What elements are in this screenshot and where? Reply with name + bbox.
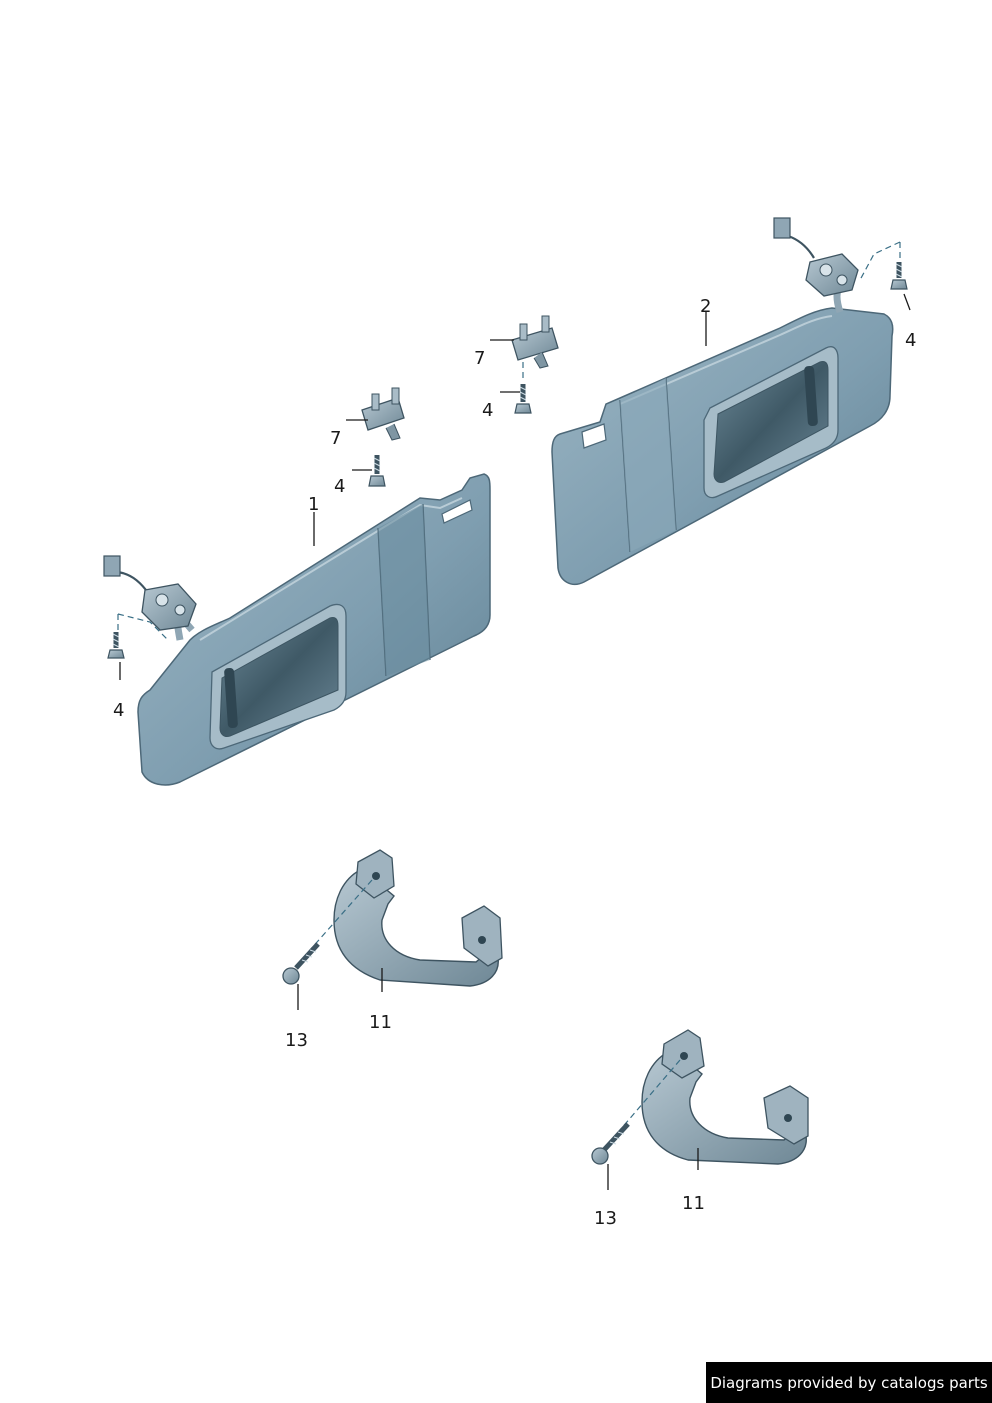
- visor-holder-clip-right: [511, 315, 559, 369]
- diagram-credit-banner: Diagrams provided by catalogs parts: [706, 1362, 992, 1403]
- callout-1: 1: [308, 494, 319, 515]
- leader-lines: [119, 293, 911, 1190]
- callout-4-left-lower: 4: [113, 700, 124, 721]
- grab-handle-lower: [641, 1029, 809, 1165]
- left-visor-mount-clip: [103, 555, 197, 641]
- screw-4-left-upper: [368, 455, 386, 487]
- screw-4-right-upper: [890, 262, 908, 290]
- callout-11-lower: 11: [682, 1193, 705, 1214]
- right-visor-mount-clip: [773, 217, 859, 314]
- callout-11-upper: 11: [369, 1012, 392, 1033]
- screw-4-left-lower: [107, 632, 125, 659]
- diagram-credit-text: Diagrams provided by catalogs parts: [710, 1373, 988, 1392]
- callout-13-lower: 13: [594, 1208, 617, 1229]
- right-sun-visor: [551, 307, 894, 586]
- grab-handle-upper: [333, 849, 503, 987]
- upper-handle-screw-line: [309, 879, 373, 951]
- screw-4-middle: [514, 384, 532, 414]
- callout-4-right: 4: [905, 330, 916, 351]
- callout-4-left-upper: 4: [334, 476, 345, 497]
- left-sun-visor: [137, 473, 491, 786]
- left-screw-alignment-line: [117, 613, 169, 641]
- callout-4-middle: 4: [482, 400, 493, 421]
- right-screw-alignment-line: [859, 241, 901, 281]
- callout-7-left: 7: [330, 428, 341, 449]
- callout-2: 2: [700, 296, 711, 317]
- screw-13-lower: [591, 1122, 630, 1165]
- callout-7-middle: 7: [474, 348, 485, 369]
- screw-13-upper: [282, 942, 320, 985]
- visor-holder-clip-left: [361, 387, 405, 441]
- callout-13-upper: 13: [285, 1030, 308, 1051]
- lower-handle-screw-line: [619, 1059, 681, 1131]
